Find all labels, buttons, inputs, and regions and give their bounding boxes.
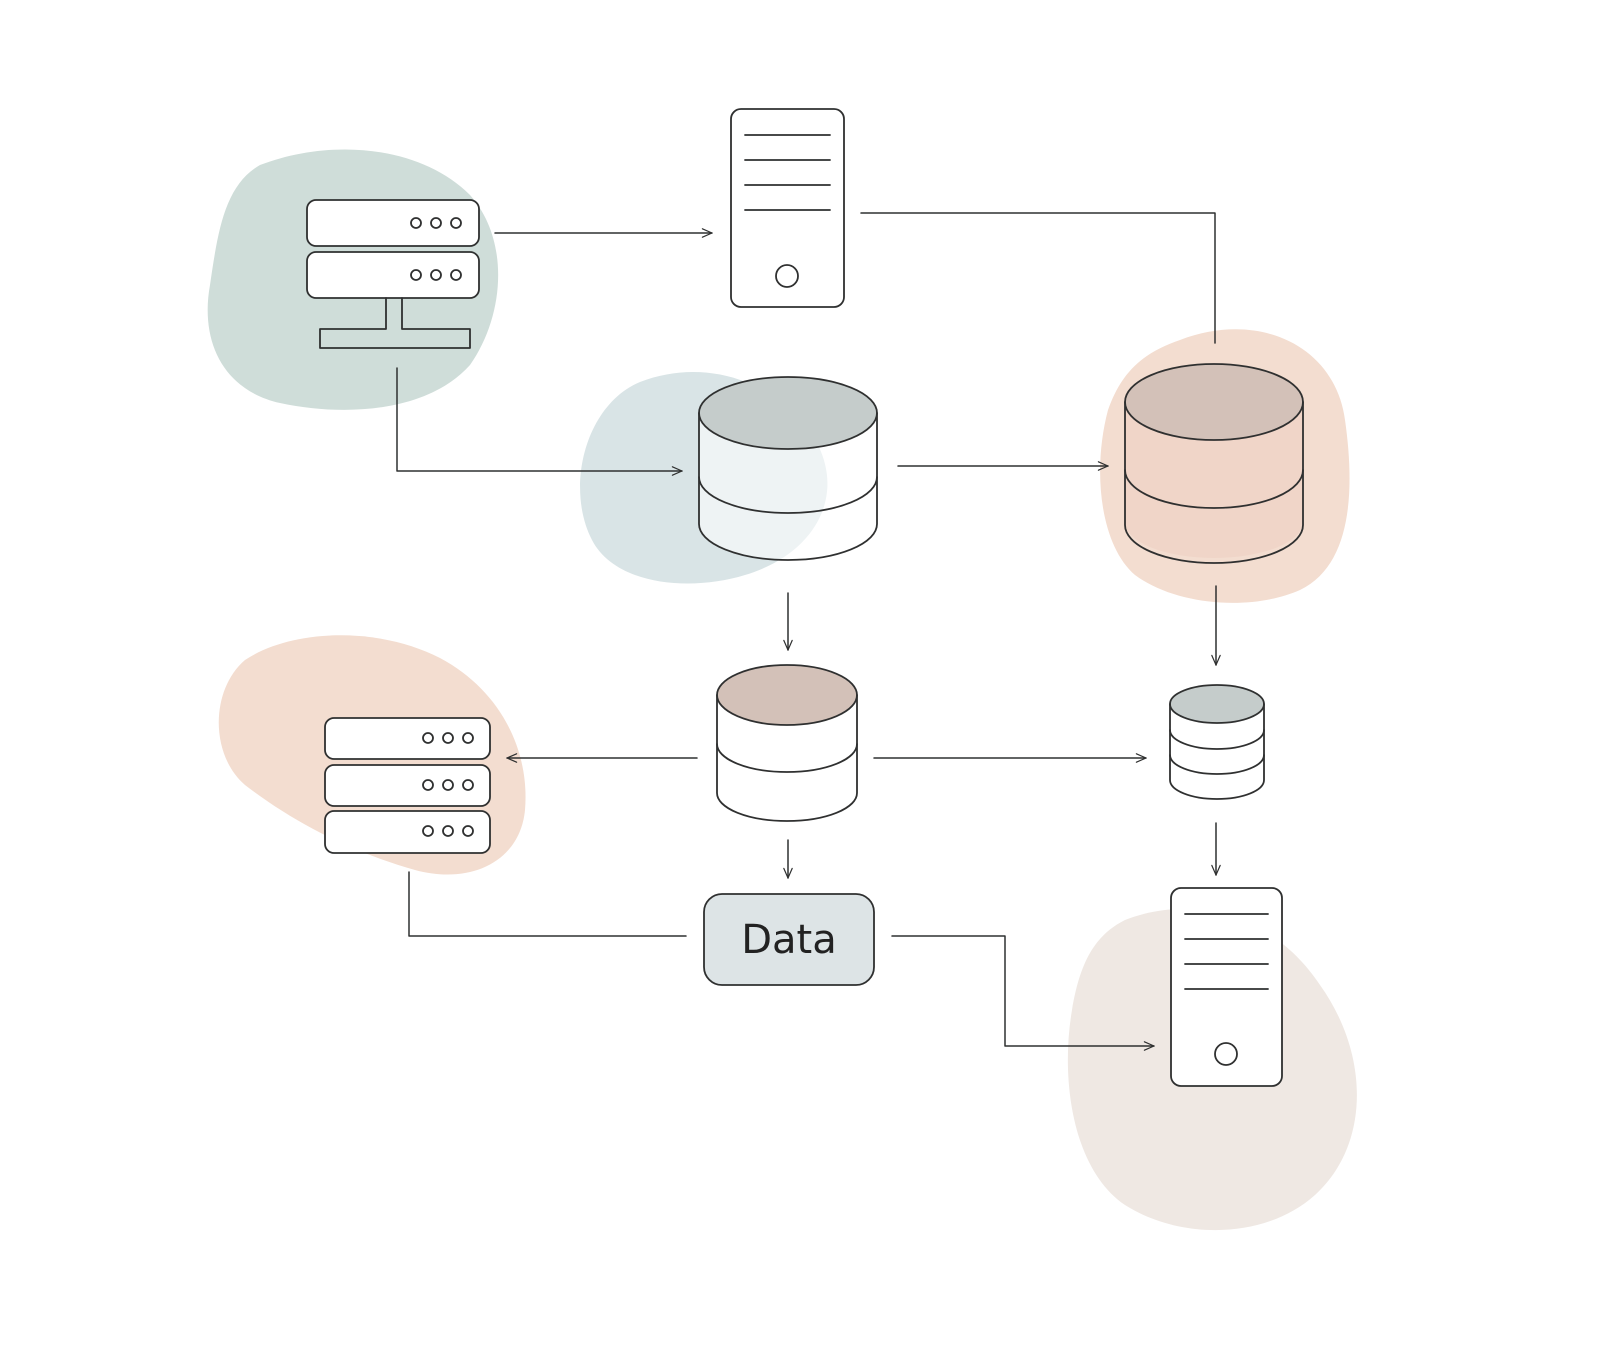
arrow-rack-to-center-db [396, 367, 683, 476]
server-tower-icon [1170, 887, 1283, 1087]
database-icon [716, 664, 858, 822]
database-icon [1169, 684, 1265, 800]
server-rack-icon [306, 199, 480, 349]
data-label: Data [741, 917, 837, 963]
server-tower-icon [730, 108, 845, 308]
database-icon [1124, 363, 1304, 564]
connectors [396, 212, 1221, 1051]
connector-left-rack-to-data [408, 871, 687, 937]
connector-tower-to-db [860, 212, 1216, 344]
data-label-box: Data [703, 893, 875, 986]
arrow-data-to-tower [891, 935, 1155, 1051]
database-icon [698, 376, 878, 561]
server-rack-icon [324, 717, 491, 854]
